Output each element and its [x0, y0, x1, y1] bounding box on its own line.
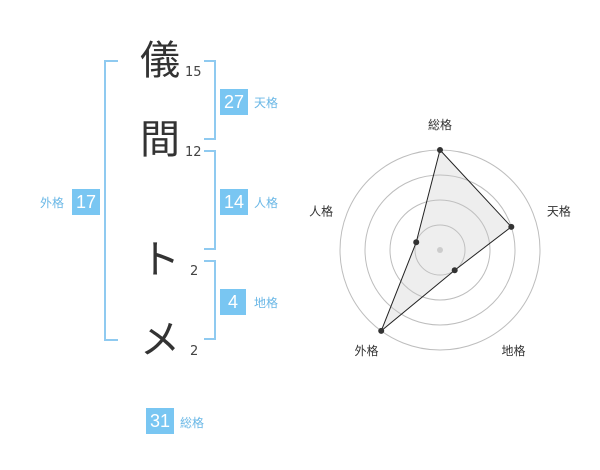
radar-ring-3: [364, 174, 516, 326]
radar-center-dot: [437, 247, 443, 253]
chikaku-value: 4: [220, 289, 246, 315]
name-char-4: メ: [140, 317, 180, 363]
tenkaku-value: 27: [220, 89, 248, 115]
soukaku-label: 総格: [180, 416, 205, 430]
radar-axis-label-4: 外格: [355, 343, 379, 358]
radar-axis-label-2: 天格: [547, 203, 571, 218]
chikaku-label: 地格: [254, 296, 279, 310]
radar-point-1: [437, 147, 443, 153]
stroke-count-4: 2: [190, 344, 199, 359]
radar-point-3: [451, 267, 458, 274]
jinkaku-label: 人格: [254, 196, 279, 210]
name-char-2: 間: [140, 117, 180, 163]
radar-axis-label-1: 総格: [428, 117, 452, 132]
stroke-count-2: 12: [185, 145, 202, 160]
chikaku-bracket: [204, 260, 216, 340]
radar-point-4: [378, 327, 385, 334]
tenkaku-bracket: [204, 60, 216, 140]
tenkaku-label: 天格: [254, 96, 279, 110]
radar-point-2: [508, 223, 515, 230]
gaikaku-label: 外格: [40, 196, 65, 210]
jinkaku-bracket: [204, 150, 216, 250]
radar-ring-2: [389, 199, 491, 301]
radar-axis-label-3: 地格: [501, 343, 525, 358]
radar-area: [380, 148, 513, 332]
jinkaku-value: 14: [220, 189, 248, 215]
name-char-1: 儀: [140, 38, 180, 84]
stroke-count-1: 15: [185, 65, 202, 80]
soukaku-value: 31: [146, 408, 174, 434]
gaikaku-bracket: [104, 60, 118, 341]
name-char-3: ト: [140, 237, 180, 283]
gaikaku-value: 17: [72, 189, 100, 215]
radar-point-5: [413, 239, 420, 246]
stroke-count-3: 2: [190, 264, 199, 279]
radar-ring-1: [414, 224, 466, 276]
radar-axis-label-5: 人格: [309, 203, 333, 218]
